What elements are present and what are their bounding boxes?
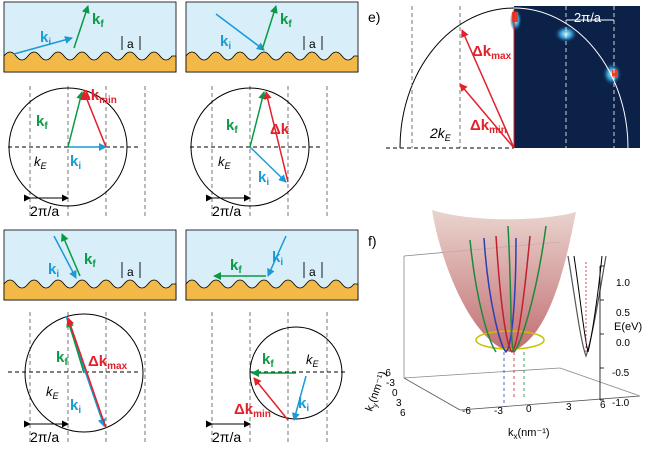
panel-f-band-green-2 [469,239,497,353]
panel-f-label: f) [368,233,377,249]
panel-d-period-text: 2π/a [212,429,241,445]
panel-a-dk-text: Δkmin [80,87,117,106]
panel-c-surface [3,279,177,301]
panel-e-hot-1 [512,12,518,22]
panel-b-kf-text: kf [280,11,292,30]
panel-f-ky-label: ky(nm⁻¹) [364,370,391,414]
panel-c-period-text: 2π/a [30,429,59,445]
panel-d-ki-text: ki [272,249,283,268]
panel-b-a-label: a [309,37,316,51]
panel-f-kx-tick-1: -3 [494,406,503,417]
panel-c-ki-arrow [53,235,77,279]
panel-b-kE-text: kE [218,154,232,171]
panel-a-ewald-circle [8,87,128,207]
panel-c-kf-arrow [61,233,81,277]
panel-f-kx-label: kx(nm⁻¹) [508,427,550,441]
panel-e-label: e) [368,9,380,25]
panel-f-e-tick-1: 0.5 [616,308,630,319]
panel-c-circle-ki-text: ki [70,397,81,416]
panel-a-kE-text: kE [34,154,48,171]
panel-d-dk-text: Δkmin [234,401,271,420]
panel-d-circle-ki-text: ki [298,395,309,414]
panel-f-ky-tick-1: -3 [386,378,395,389]
panel-a-a-label: a [127,37,134,51]
panel-d: d) ki kf a Δkmin kf ki kE 2π/a [185,229,359,445]
panel-f-ky-tick-4: 6 [400,408,406,419]
panel-b-circle-ki-text: ki [258,169,269,188]
panel-a-surface [3,51,177,73]
panel-b-circle-kf [249,91,267,148]
panel-d-a-label: a [309,265,316,279]
panel-b-ewald-circle [190,87,310,207]
panel-b-period-text: 2π/a [212,203,241,219]
panel-a-kf-text: kf [92,11,104,30]
panel-c-a-label: a [127,265,134,279]
panel-f-e-tick-4: -1.0 [612,398,630,409]
panel-d-kE-text: kE [306,352,320,369]
panel-f-e-tick-0: 1.0 [616,278,630,289]
panel-a-kf-arrow [73,5,90,49]
panel-a: a) ki kf a Δkmin kf ki kE 2π/a [3,1,177,219]
panel-c-ewald-circle [24,313,144,433]
panel-c: c) ki kf a Δkmax kf ki kE 2π/a [3,229,177,445]
panel-b-kf-arrow [261,5,278,51]
panel-d-dkmin-arrow [253,377,289,421]
panel-e-period-text: 2π/a [574,10,602,25]
panel-b-ki-text: ki [220,33,231,52]
panel-a-ki-arrow [13,36,73,55]
panel-f-kx-tick-4: 6 [600,400,606,411]
panel-f-ky-tick-0: -6 [382,368,391,379]
panel-a-dkmin-arrow [82,91,107,148]
panel-f-bowl [432,210,576,352]
panel-d-circle-ki [291,375,307,421]
panel-f-band-red [495,235,531,354]
panel-d-kf-text: kf [230,257,242,276]
panel-f-band-blue [483,237,517,354]
panel-a-ki-text: ki [40,29,51,48]
panel-f-kx-tick-3: 3 [566,402,572,413]
panel-c-ki-text: ki [48,261,59,280]
panel-b-surface [185,51,359,73]
panel-b-ki-arrow [215,13,265,51]
panel-b-dk-text: Δk [270,121,290,138]
panel-b-circle-kf-text: kf [226,117,238,136]
panel-e-arc-black [399,7,515,149]
panel-f: f) 1.0 0.5 0.0 -0.5 -1.0 E(eV) -6 -3 [364,210,642,441]
panel-a-circle-kf-text: kf [36,113,48,132]
panel-e-dkmin-text: Δkmin [470,117,507,136]
panel-f-e-tick-2: 0.0 [616,338,630,349]
panel-c-dk-text: Δkmax [88,353,128,372]
panel-a-period-text: 2π/a [30,203,59,219]
panel-e-dkmin-arrow [459,83,515,149]
panel-d-ki-arrow [267,235,287,277]
panel-e-dkmax-text: Δkmax [472,43,512,62]
panel-f-e-tick-3: -0.5 [612,368,630,379]
panel-f-kx-tick-0: -6 [462,406,471,417]
panel-a-circle-ki-text: ki [70,153,81,172]
panel-f-ky-tick-3: 3 [396,398,402,409]
panel-e: e) 2π/a Δkmax Δkmin 2kE [368,6,640,149]
panel-f-kx-tick-2: 0 [526,404,532,415]
panel-f-ky-tick-2: 0 [392,388,398,399]
panel-e-arc-white [513,7,629,149]
panel-c-kE-text: kE [46,384,60,401]
panel-c-circle-kf-text: kf [56,349,68,368]
panel-e-2kE-text: 2kE [429,125,452,143]
panel-f-e-axis-label: E(eV) [614,321,642,333]
panel-b: b) ki kf a Δk kf ki kE 2π/a [185,1,359,219]
panel-e-dkmax-arrow [461,29,515,149]
panel-d-surface [185,279,359,301]
panel-c-circle-kf [66,319,85,374]
panel-a-circle-kf [67,91,85,148]
panel-b-circle-ki [249,146,287,183]
panel-c-dkmax-arrow [66,317,107,429]
panel-b-dk-arrow [263,91,289,183]
panel-e-hot-2 [612,70,618,78]
panel-c-kf-text: kf [84,251,96,270]
panel-d-circle-kf-text: kf [262,351,274,370]
